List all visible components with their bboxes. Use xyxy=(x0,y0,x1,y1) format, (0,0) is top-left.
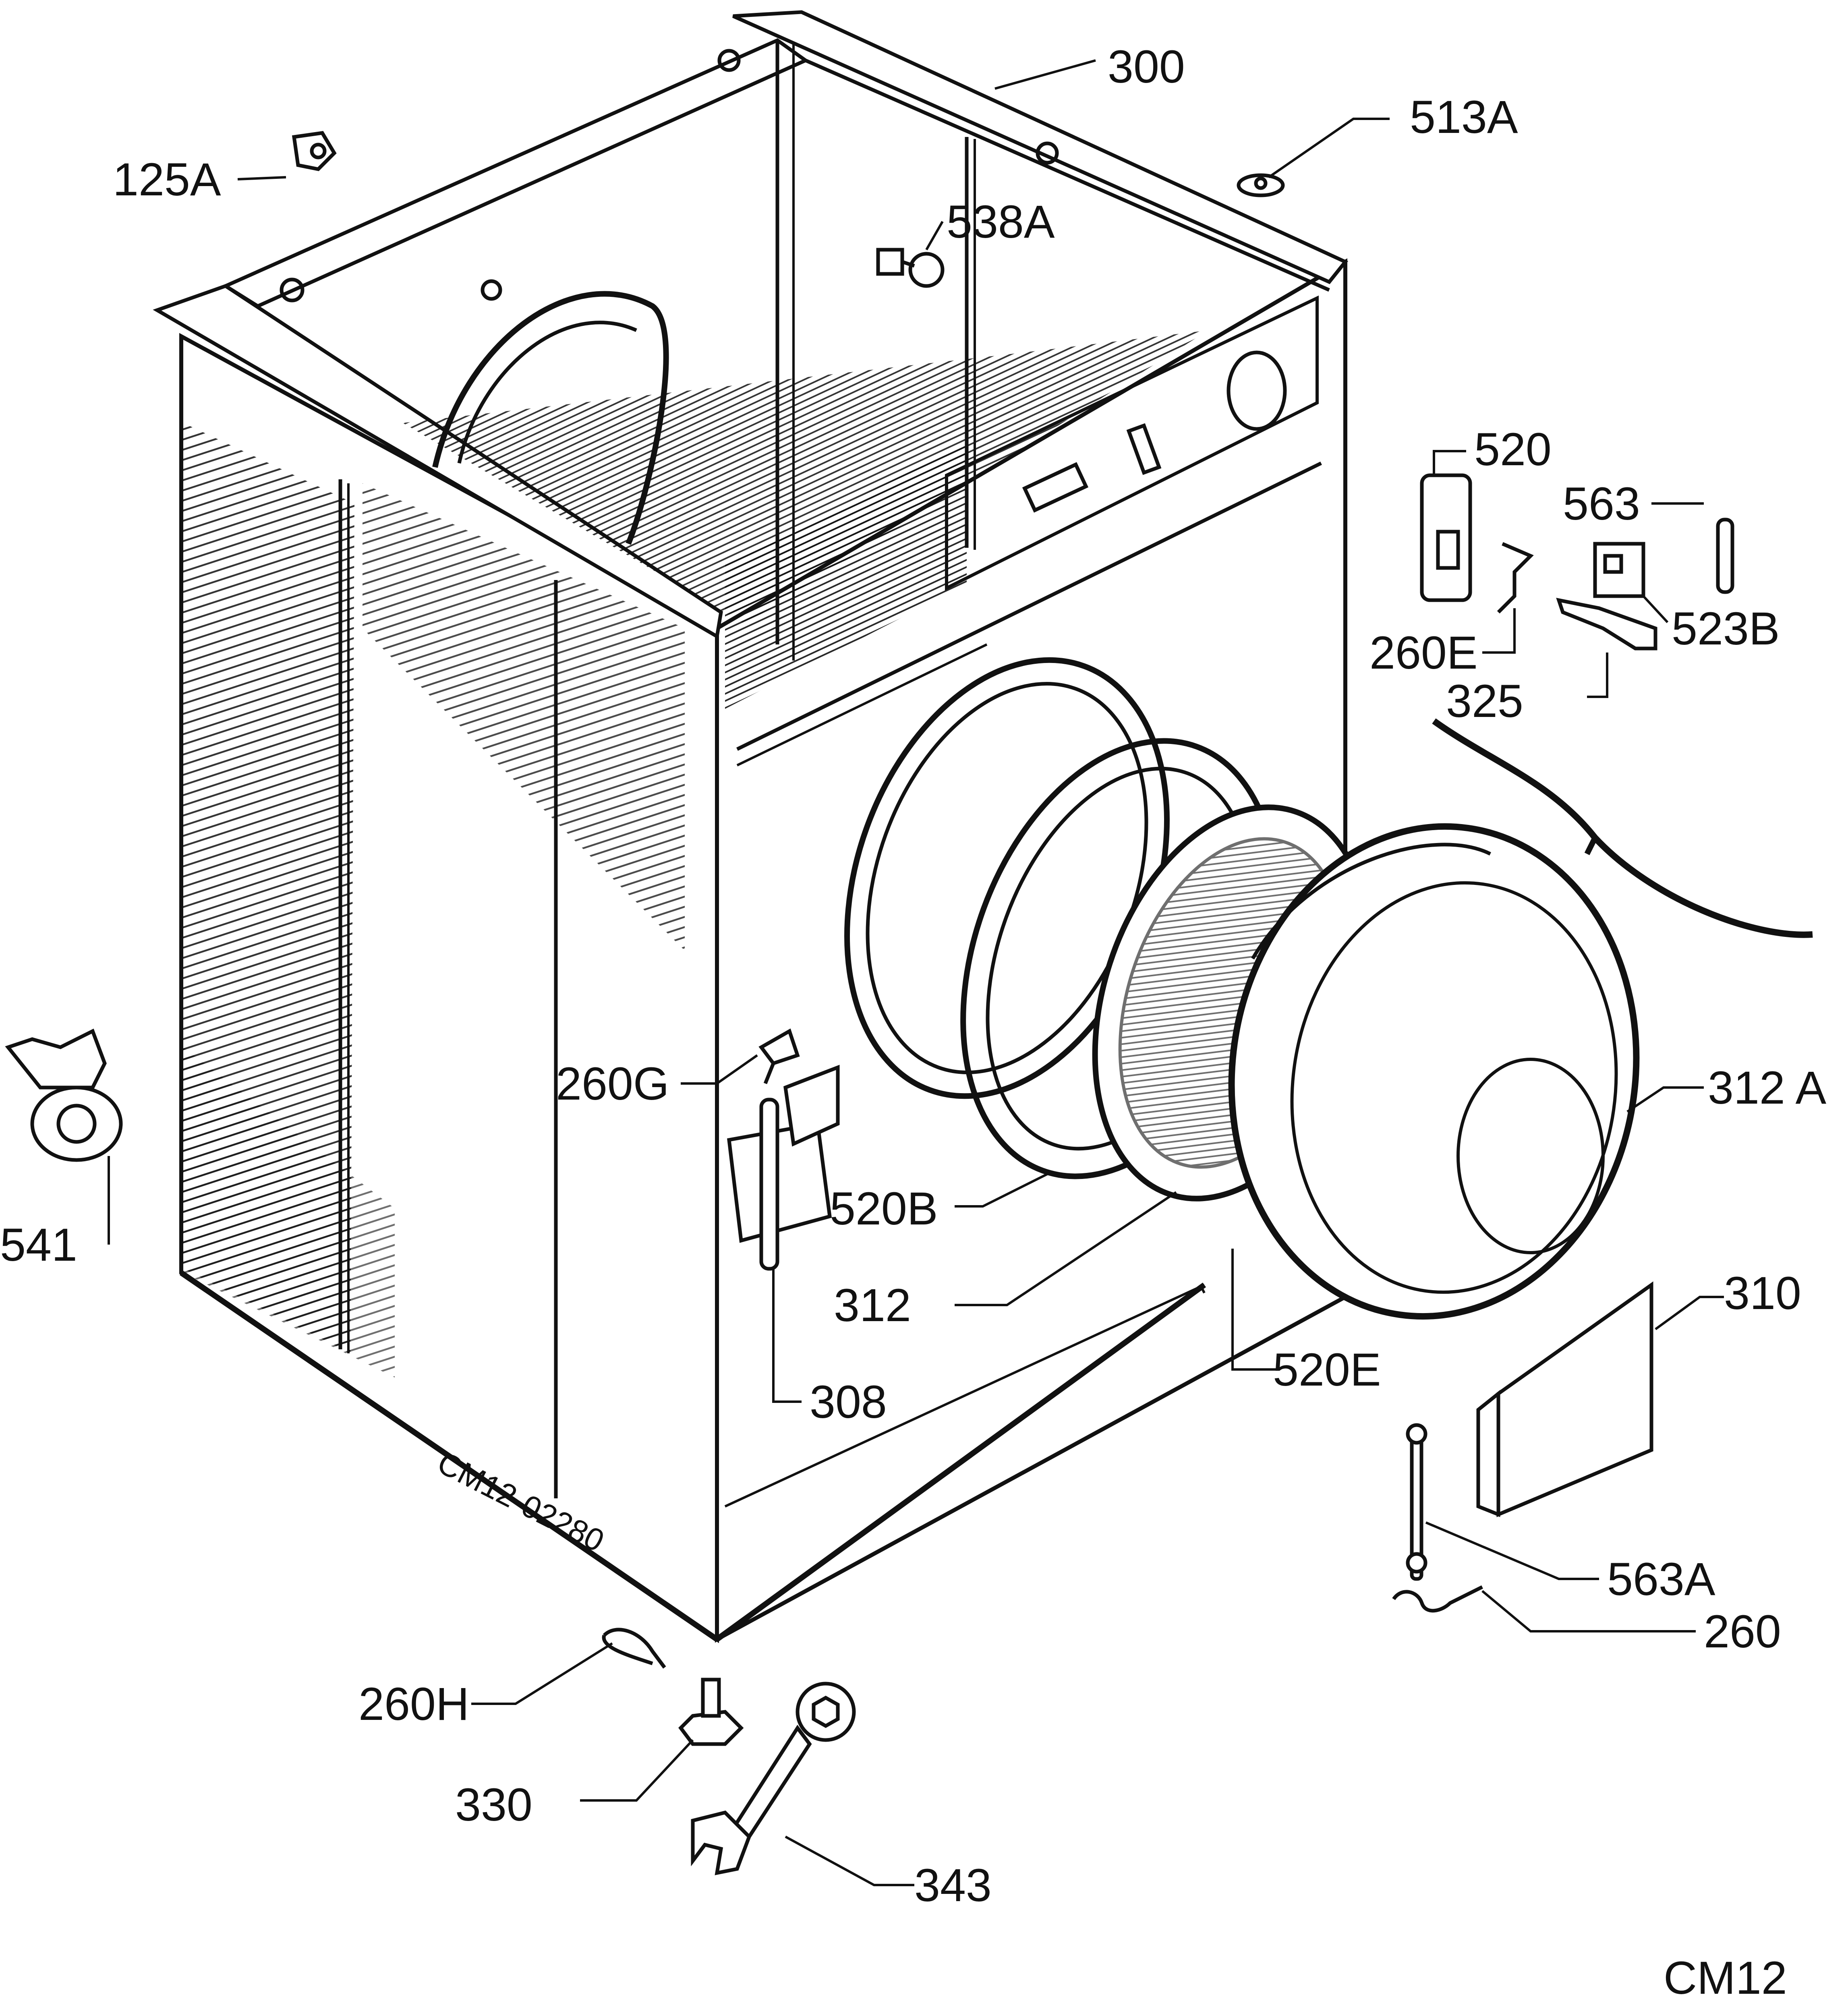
door-outer xyxy=(1228,823,1640,1320)
part-343-wrench xyxy=(691,1682,856,1875)
part-308-hinge xyxy=(727,1065,840,1271)
label-325: 325 xyxy=(1446,675,1523,727)
label-563a: 563A xyxy=(1607,1554,1715,1605)
leader-lines xyxy=(108,59,1724,1886)
part-310-cover xyxy=(1476,1281,1653,1517)
label-563: 563 xyxy=(1563,478,1640,530)
label-260: 260 xyxy=(1704,1606,1781,1657)
cabinet-body xyxy=(153,10,1349,1643)
part-513a-foot xyxy=(1237,173,1285,197)
part-330-foot xyxy=(678,1678,744,1746)
part-538a-plug xyxy=(876,248,945,288)
part-520-door-latch xyxy=(1420,473,1472,602)
brace-curve xyxy=(1432,718,1813,938)
label-260g: 260G xyxy=(556,1058,669,1110)
part-541-pump xyxy=(5,1028,123,1162)
label-308: 308 xyxy=(810,1376,887,1428)
label-312: 312 xyxy=(834,1280,911,1331)
corner-code: CM12 xyxy=(1664,1952,1787,1997)
label-520: 520 xyxy=(1474,424,1552,475)
label-125a: 125A xyxy=(113,154,221,205)
part-563a-shaft xyxy=(1406,1423,1427,1581)
part-563-pin xyxy=(1716,518,1734,594)
label-520e: 520E xyxy=(1273,1344,1381,1396)
label-260e: 260E xyxy=(1369,627,1478,679)
part-260g-clip xyxy=(758,1028,800,1084)
label-330: 330 xyxy=(455,1779,532,1831)
label-312a: 312 A xyxy=(1708,1062,1826,1114)
part-523b-switch xyxy=(1593,542,1645,598)
part-260h-clip xyxy=(602,1628,666,1669)
label-260h: 260H xyxy=(358,1678,469,1730)
label-523b: 523B xyxy=(1672,603,1780,655)
part-260-spring xyxy=(1392,1585,1483,1613)
label-520b: 520B xyxy=(830,1183,938,1235)
label-513a: 513A xyxy=(1410,91,1518,143)
label-310: 310 xyxy=(1724,1268,1801,1319)
part-125a-clip xyxy=(292,131,337,171)
label-300: 300 xyxy=(1108,41,1185,93)
part-260e-spring xyxy=(1497,542,1534,614)
label-541: 541 xyxy=(0,1219,77,1271)
part-325-lever xyxy=(1556,598,1657,650)
label-538a: 538A xyxy=(947,196,1055,248)
label-343: 343 xyxy=(914,1860,992,1911)
